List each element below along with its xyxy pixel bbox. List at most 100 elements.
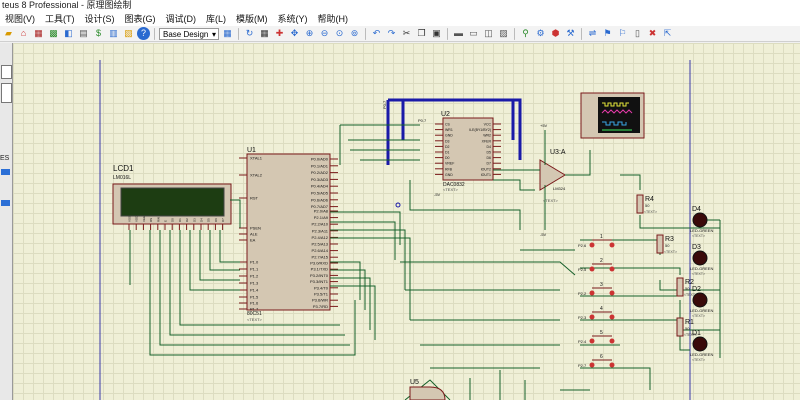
switch-3[interactable]: 3P2.2 <box>578 282 615 296</box>
pan-icon[interactable]: ✥ <box>290 28 299 38</box>
zoom-out-icon[interactable]: ⊖ <box>320 28 329 38</box>
wire-autorouter-icon[interactable]: ⇌ <box>588 28 597 38</box>
exit-to-parent-icon[interactable]: ⇱ <box>663 28 672 38</box>
refresh-icon[interactable]: ↻ <box>245 28 254 38</box>
switches: 1P2.6 2P2.5 3P2.2 4P2.3 5P2.4 6P2.7 <box>578 234 615 368</box>
grid-toggle-icon[interactable]: ▦ <box>260 28 269 38</box>
pcb-icon[interactable]: ▩ <box>49 28 58 38</box>
library-icon[interactable]: ▧ <box>124 28 133 38</box>
mcu-pin-label: P1.0 <box>250 260 259 265</box>
zoom-all-icon[interactable]: ⊙ <box>335 28 344 38</box>
mcu-80c51[interactable]: U1 80C51 <TEXT> XTAL1XTAL2RSTPSENALEEAP1… <box>239 147 338 322</box>
block-rotate-icon[interactable]: ◫ <box>484 28 493 38</box>
oscilloscope[interactable] <box>580 92 645 139</box>
zoom-area-icon[interactable]: ⊚ <box>350 28 359 38</box>
resistor-ref: R1 <box>685 319 694 326</box>
lcd-pin-label: D5 <box>207 218 211 222</box>
selected-item-2[interactable] <box>1 200 10 206</box>
selected-item[interactable] <box>1 169 10 175</box>
menu-debug[interactable]: 调试(D) <box>165 13 197 24</box>
design-select[interactable]: Base Design <box>159 27 219 41</box>
zoom-in-icon[interactable]: ⊕ <box>305 28 314 38</box>
mcu-pin-label: P2.3/A11 <box>312 228 329 233</box>
cut-icon[interactable]: ✂ <box>402 28 411 38</box>
switch-5[interactable]: 5P2.4 <box>578 330 615 344</box>
mode-box[interactable] <box>1 83 12 103</box>
switch-1[interactable]: 1P2.6 <box>578 234 615 248</box>
menu-system[interactable]: 系统(Y) <box>277 13 308 24</box>
menu-view[interactable]: 视图(V) <box>5 13 35 24</box>
menu-tools[interactable]: 工具(T) <box>45 13 75 24</box>
lcd-pin-label: VEE <box>142 216 146 222</box>
3d-icon[interactable]: ◧ <box>64 28 73 38</box>
paste-icon[interactable]: ▣ <box>432 28 441 38</box>
source-code-icon[interactable]: ▥ <box>109 28 118 38</box>
dac-pin-label: D4 <box>487 145 492 149</box>
switch-2[interactable]: 2P2.5 <box>578 258 615 272</box>
folder-icon[interactable]: ▰ <box>5 28 12 38</box>
led-ref: D2 <box>692 286 701 293</box>
menu-graph[interactable]: 图表(G) <box>124 13 156 24</box>
left-panel[interactable]: ES <box>0 43 13 400</box>
gerber-icon[interactable]: ▤ <box>79 28 88 38</box>
block-copy-icon[interactable]: ▬ <box>454 28 463 38</box>
search-tag-icon[interactable]: ⚑ <box>603 28 612 38</box>
grid-icon[interactable]: ▦ <box>223 28 232 38</box>
mcu-ref: U1 <box>247 147 256 154</box>
mcu-pin-label: P0.2/AD2 <box>311 170 329 175</box>
led-part: LED-GREEN <box>690 228 713 233</box>
menu-design[interactable]: 设计(S) <box>84 13 115 24</box>
overview-box[interactable] <box>1 65 12 79</box>
mcu-pin-label: P0.4/AD4 <box>311 184 329 189</box>
make-device-icon[interactable]: ⚙ <box>536 28 545 38</box>
decompose-icon[interactable]: ⚒ <box>566 28 575 38</box>
origin-icon[interactable]: ✚ <box>275 28 284 38</box>
pick-device-icon[interactable]: ⚲ <box>522 28 529 38</box>
block-move-icon[interactable]: ▭ <box>469 28 478 38</box>
menu-template[interactable]: 模版(M) <box>236 13 268 24</box>
bom-icon[interactable]: $ <box>95 28 101 38</box>
opamp-lm324[interactable]: U3:A LM324 <TEXT> +5V -5V -5V <box>434 123 591 237</box>
menu-help[interactable]: 帮助(H) <box>317 13 349 24</box>
property-assign-icon[interactable]: ⚐ <box>618 28 627 38</box>
switch-number: 6 <box>600 354 603 360</box>
copy-icon[interactable]: ❐ <box>417 28 426 38</box>
toolbar-separator <box>447 27 448 40</box>
switch-6[interactable]: 6P2.7 <box>578 354 615 368</box>
remove-sheet-icon[interactable]: ✖ <box>648 28 657 38</box>
toolbar-separator <box>238 27 239 40</box>
dac-pin-label: D3 <box>445 139 450 143</box>
home-icon[interactable]: ⌂ <box>20 28 27 38</box>
redo-icon[interactable]: ↷ <box>387 28 396 38</box>
data-bus[interactable] <box>386 98 522 165</box>
mcu-left-pins: XTAL1XTAL2RSTPSENALEEAP1.0P1.1P1.2P1.3P1… <box>239 156 263 312</box>
opamp-ref: U3:A <box>550 149 566 156</box>
led-text: <TEXT> <box>692 272 705 276</box>
undo-icon[interactable]: ↶ <box>372 28 381 38</box>
switch-label: P2.5 <box>578 267 587 272</box>
help-icon[interactable]: ? <box>137 27 150 40</box>
package-icon[interactable]: ⬢ <box>551 28 560 38</box>
switch-4[interactable]: 4P2.3 <box>578 306 615 320</box>
menu-library[interactable]: 库(L) <box>206 13 226 24</box>
mcu-pin-label: EA <box>250 238 256 243</box>
left-panel-label: ES <box>0 155 10 162</box>
dac-0832[interactable]: U2 DAC0832 <TEXT> P0.7 CSWR1GNDD3D2D1D0V… <box>418 111 501 192</box>
new-sheet-icon[interactable]: ▯ <box>635 28 640 38</box>
schematic-icon[interactable]: ▦ <box>34 28 43 38</box>
block-delete-icon[interactable]: ▨ <box>499 28 508 38</box>
opamp-text: <TEXT> <box>543 198 559 203</box>
dac-pin-label: D5 <box>487 151 492 155</box>
